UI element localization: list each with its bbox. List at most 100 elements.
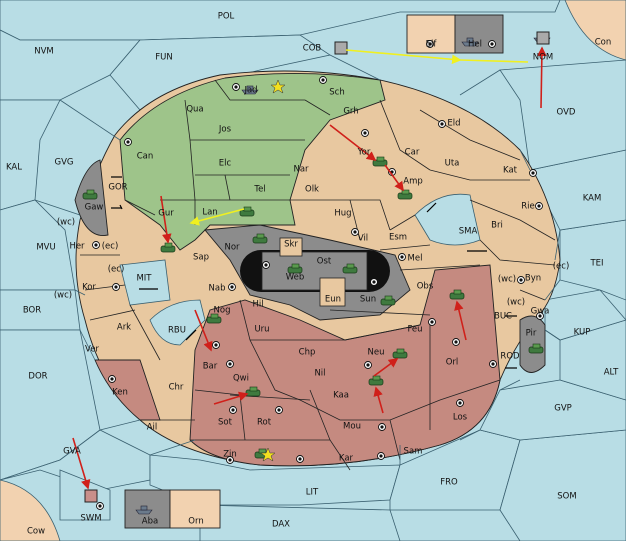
sea-zone-mit[interactable] [119, 259, 171, 306]
region-eun[interactable] [319, 277, 346, 307]
region-label: KAM [583, 194, 602, 204]
region-label: Cow [27, 527, 45, 537]
region-label: Esm [389, 233, 407, 243]
sea-zone-dax[interactable] [199, 504, 401, 541]
army-unit[interactable] [449, 289, 465, 300]
region-label: Bri [491, 221, 503, 231]
region-label: NVM [34, 47, 54, 57]
region-label: SWM [80, 514, 101, 524]
region-label: Gwa [531, 307, 550, 317]
supply-centers [92, 40, 544, 510]
supply-center [212, 341, 220, 349]
army-unit[interactable] [287, 263, 303, 274]
supply-center [108, 375, 116, 383]
region-label: (ec) [108, 265, 125, 275]
coast-links [111, 176, 517, 369]
supply-center [377, 452, 385, 460]
region-label: Nar [293, 165, 309, 175]
supply-center [370, 278, 378, 286]
region-label: Ost [317, 257, 332, 267]
army-unit[interactable] [252, 233, 268, 244]
continent [74, 70, 561, 471]
army-unit[interactable] [160, 242, 176, 253]
army-unit[interactable] [245, 386, 261, 397]
region-skr[interactable] [279, 237, 303, 257]
supply-center [428, 318, 436, 326]
supply-center [92, 241, 100, 249]
supply-center [226, 456, 234, 464]
army-unit[interactable] [372, 156, 388, 167]
region-label: Orl [446, 358, 459, 368]
supply-center [275, 406, 283, 414]
army-unit[interactable] [397, 189, 413, 200]
convoy-piece[interactable] [84, 31, 550, 503]
region-label: LIT [306, 488, 319, 498]
region-label: Nab [209, 284, 226, 294]
sea-zone-kal[interactable] [0, 99, 61, 211]
supply-center [226, 360, 234, 368]
region-label: Con [595, 38, 612, 48]
sea-zone-ovd[interactable] [499, 59, 626, 171]
region-label: OVD [557, 108, 576, 118]
region-label: GVP [554, 404, 572, 414]
supply-center [351, 228, 359, 236]
region-label: Gaw [85, 203, 104, 213]
region-label: Uta [445, 159, 460, 169]
supply-center [112, 283, 120, 291]
region-label: Elf [426, 40, 438, 50]
region-label: Mel [408, 254, 423, 264]
region-label: Qua [186, 105, 203, 115]
army-unit[interactable] [392, 348, 408, 359]
region-label: GVA [63, 447, 81, 457]
supply-center [489, 360, 497, 368]
region-label: Ver [85, 345, 99, 355]
region-label: TEI [589, 259, 603, 269]
region-label: Amp [403, 177, 423, 187]
region-label: Tel [253, 185, 265, 195]
supply-center [364, 361, 372, 369]
star-marker-icon [260, 447, 276, 462]
army-unit[interactable] [528, 343, 544, 354]
region-label: (wc) [507, 298, 525, 308]
region-label: (ec) [102, 242, 119, 252]
sea-zone-som[interactable] [499, 429, 626, 541]
fleet-unit[interactable] [461, 37, 479, 47]
sea-zone-mvu[interactable] [0, 199, 76, 291]
region-label: GVG [55, 158, 74, 168]
region-label: Chp [299, 348, 316, 358]
army-unit[interactable] [342, 263, 358, 274]
region-label: Rot [257, 418, 272, 428]
region-label: Pir [526, 329, 537, 339]
army-unit[interactable] [239, 206, 255, 217]
region-pir[interactable] [519, 315, 546, 373]
region-red-west[interactable] [94, 359, 161, 421]
army-unit[interactable] [82, 189, 98, 200]
region-label: Her [69, 242, 85, 252]
region-label: Skr [284, 240, 298, 250]
region-label: Web [286, 273, 305, 283]
region-label: Grh [343, 107, 358, 117]
fleet-unit[interactable] [135, 505, 153, 515]
fleet-unit[interactable] [241, 85, 259, 95]
army-unit[interactable] [380, 295, 396, 306]
region-hel[interactable] [454, 14, 504, 54]
sea-zone-rbu[interactable] [149, 299, 206, 346]
region-label: Olk [305, 185, 319, 195]
region-label: BUC [494, 312, 512, 322]
region-label: Rie [521, 202, 535, 212]
region-orn[interactable] [169, 489, 221, 529]
region-label: Kaa [333, 391, 349, 401]
star-marker-icon [270, 79, 286, 94]
army-unit[interactable] [206, 313, 222, 324]
region-label: Kor [82, 283, 96, 293]
region-label: Hel [468, 40, 482, 50]
region-label: Kat [503, 166, 518, 176]
region-label: Neu [368, 348, 385, 358]
army-unit[interactable] [368, 375, 384, 386]
supply-center [536, 312, 544, 320]
region-label: Nor [224, 243, 240, 253]
region-labels: POL NVM FUN COB Elf Hel NOM Con OVD Jad … [6, 12, 619, 537]
region-label: Nog [214, 306, 231, 316]
region-label: Zin [223, 450, 237, 460]
region-label: POL [218, 12, 235, 22]
